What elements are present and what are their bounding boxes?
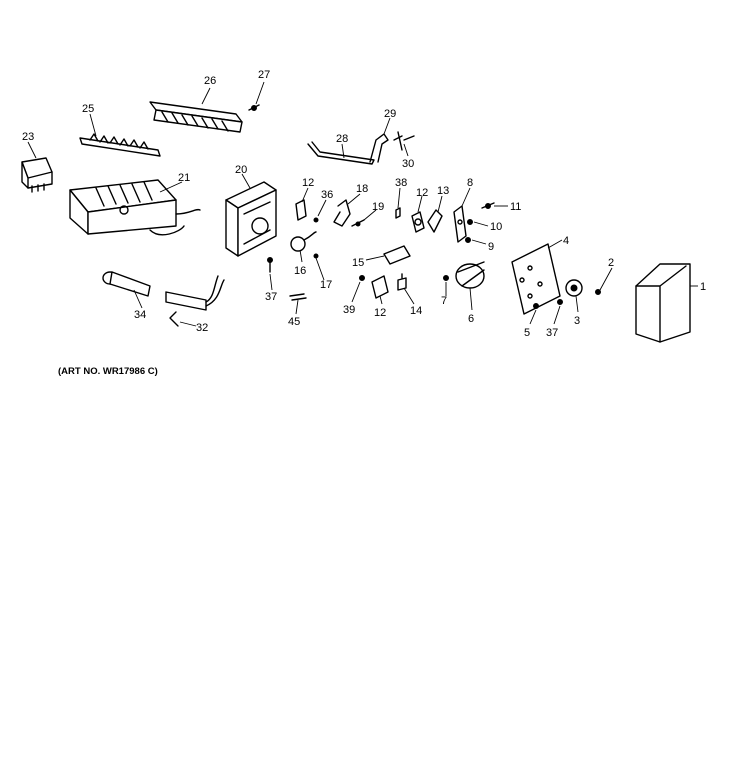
- part-9-screw: [465, 237, 471, 243]
- callout-30: 30: [402, 158, 414, 170]
- part-8-plate: [453, 205, 467, 243]
- callout-25: 25: [82, 103, 94, 115]
- callout-12b: 12: [416, 187, 428, 199]
- part-28-shutoff-arm: [307, 141, 375, 165]
- leader-lines: [27, 81, 698, 327]
- part-37b-screw: [557, 299, 563, 305]
- callout-18: 18: [356, 183, 368, 195]
- part-38-clip: [395, 207, 401, 219]
- callout-27: 27: [258, 69, 270, 81]
- callout-8: 8: [467, 177, 473, 189]
- callout-11: 11: [510, 201, 521, 213]
- part-6-motor: [455, 261, 485, 289]
- callout-12c: 12: [374, 307, 386, 319]
- part-26-ejector-cover: [149, 101, 243, 133]
- part-12c-switch: [371, 275, 389, 299]
- part-25-stripper: [79, 133, 161, 157]
- part-32-wire-harness: [165, 275, 225, 327]
- part-4-mounting-plate: [511, 243, 561, 315]
- callout-7: 7: [441, 295, 447, 307]
- part-18-lever: [333, 199, 351, 227]
- callout-16: 16: [294, 265, 306, 277]
- callout-38: 38: [395, 177, 407, 189]
- part-1-cover: [635, 263, 691, 343]
- callout-28: 28: [336, 133, 348, 145]
- callout-32: 32: [196, 322, 208, 334]
- callout-5: 5: [524, 327, 530, 339]
- callout-36: 36: [321, 189, 333, 201]
- part-5-screw: [533, 303, 539, 309]
- callout-labels: 1 2 3 4 5 6 7 8 9 10 11 12 12 12 13 14 1…: [22, 69, 706, 339]
- callout-15: 15: [352, 257, 364, 269]
- part-21-ice-mold: [69, 179, 201, 236]
- callout-13: 13: [437, 185, 449, 197]
- part-12b-switch: [411, 211, 425, 233]
- callout-29: 29: [384, 108, 396, 120]
- part-23-bracket: [21, 157, 53, 193]
- part-34-fill-cup: [102, 271, 151, 297]
- part-2-screw: [595, 289, 601, 295]
- part-3-gear: [565, 279, 583, 297]
- part-29-arm-bracket: [369, 133, 389, 163]
- part-30-spring: [393, 131, 415, 151]
- part-13-insulator: [427, 209, 443, 233]
- callout-37b: 37: [546, 327, 558, 339]
- part-45-fuse: [289, 293, 307, 301]
- callout-37a: 37: [265, 291, 277, 303]
- part-39-nut: [359, 275, 365, 281]
- callout-1: 1: [700, 281, 706, 293]
- part-11-screw: [481, 202, 495, 209]
- callout-3: 3: [574, 315, 580, 327]
- part-15-heater-connector: [383, 245, 411, 265]
- callout-21: 21: [178, 172, 190, 184]
- callout-17: 17: [320, 279, 332, 291]
- part-7-screw: [443, 275, 449, 281]
- callout-2: 2: [608, 257, 614, 269]
- art-number-caption: (ART NO. WR17986 C): [58, 366, 158, 377]
- callout-19: 19: [372, 201, 384, 213]
- part-27-screw: [248, 104, 260, 111]
- part-16-thermostat: [290, 231, 317, 252]
- callout-6: 6: [468, 313, 474, 325]
- callout-34: 34: [134, 309, 146, 321]
- callout-39: 39: [343, 304, 355, 316]
- callout-9: 9: [488, 241, 494, 253]
- part-10-screw: [467, 219, 473, 225]
- callout-26: 26: [204, 75, 216, 87]
- part-36-screw: [313, 217, 319, 223]
- part-12a-switch: [295, 199, 307, 221]
- callout-10: 10: [490, 221, 502, 233]
- callout-4: 4: [563, 235, 569, 247]
- part-19-screw: [351, 219, 365, 227]
- part-14-terminal: [397, 273, 407, 291]
- callout-12a: 12: [302, 177, 314, 189]
- part-17-clip: [313, 253, 319, 259]
- callout-45: 45: [288, 316, 300, 328]
- callout-20: 20: [235, 164, 247, 176]
- part-20-support-housing: [225, 181, 277, 257]
- part-37a-screw: [267, 257, 273, 273]
- callout-23: 23: [22, 131, 34, 143]
- callout-14: 14: [410, 305, 422, 317]
